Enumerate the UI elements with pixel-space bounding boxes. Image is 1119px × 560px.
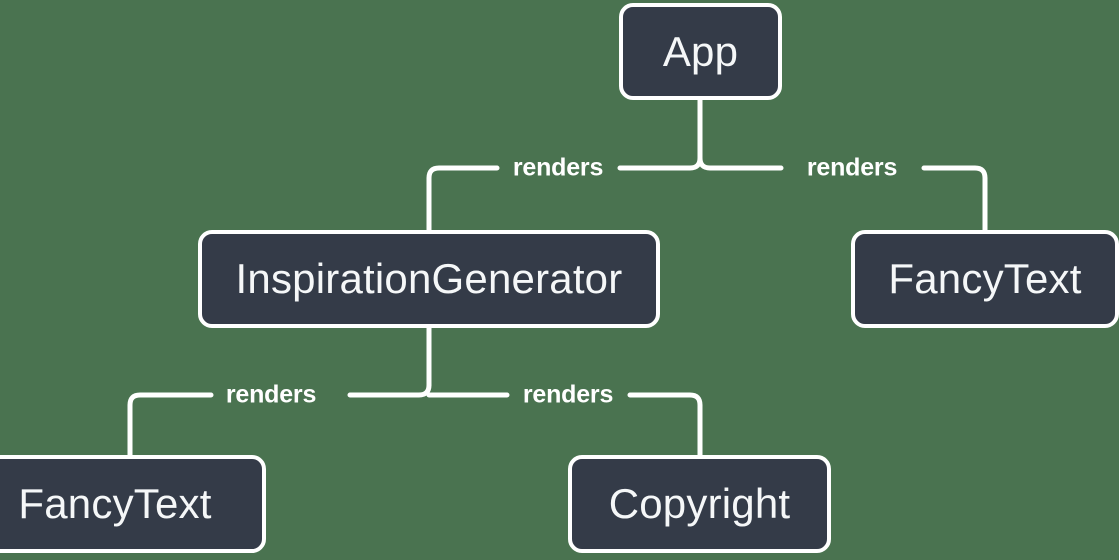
edge-app-to-fancytext-right-b — [921, 165, 988, 233]
edge-app-to-fancytext-right-a — [697, 155, 784, 171]
node-fancytext-right-label: FancyText — [888, 255, 1082, 302]
edge-inspiration-generator-to-copyright-b — [627, 392, 703, 458]
node-app-label: App — [662, 27, 739, 75]
edge-label-inspiration-generator-to-copyright: renders — [522, 380, 614, 409]
edge-inspiration-generator-to-fancytext-bottom-a — [347, 382, 432, 398]
edge-label-inspiration-generator-to-fancytext-bottom: renders — [225, 380, 317, 409]
node-copyright-label: Copyright — [608, 480, 791, 527]
node-fancytext-bottom[interactable]: FancyText — [0, 455, 266, 553]
edge-app-to-inspiration-generator-b — [426, 165, 500, 233]
node-inspiration-generator[interactable]: InspirationGenerator — [198, 230, 660, 328]
node-inspiration-generator-label: InspirationGenerator — [235, 255, 623, 302]
node-app[interactable]: App — [619, 3, 782, 100]
node-fancytext-right[interactable]: FancyText — [851, 230, 1119, 328]
edge-label-app-to-inspiration-generator: renders — [512, 153, 604, 182]
edge-app-to-inspiration-generator-a — [617, 155, 703, 171]
edge-label-app-to-fancytext-right: renders — [806, 153, 898, 182]
node-fancytext-bottom-label: FancyText — [18, 480, 212, 527]
edge-inspiration-generator-to-fancytext-bottom-b — [127, 392, 214, 458]
node-copyright[interactable]: Copyright — [568, 455, 831, 553]
